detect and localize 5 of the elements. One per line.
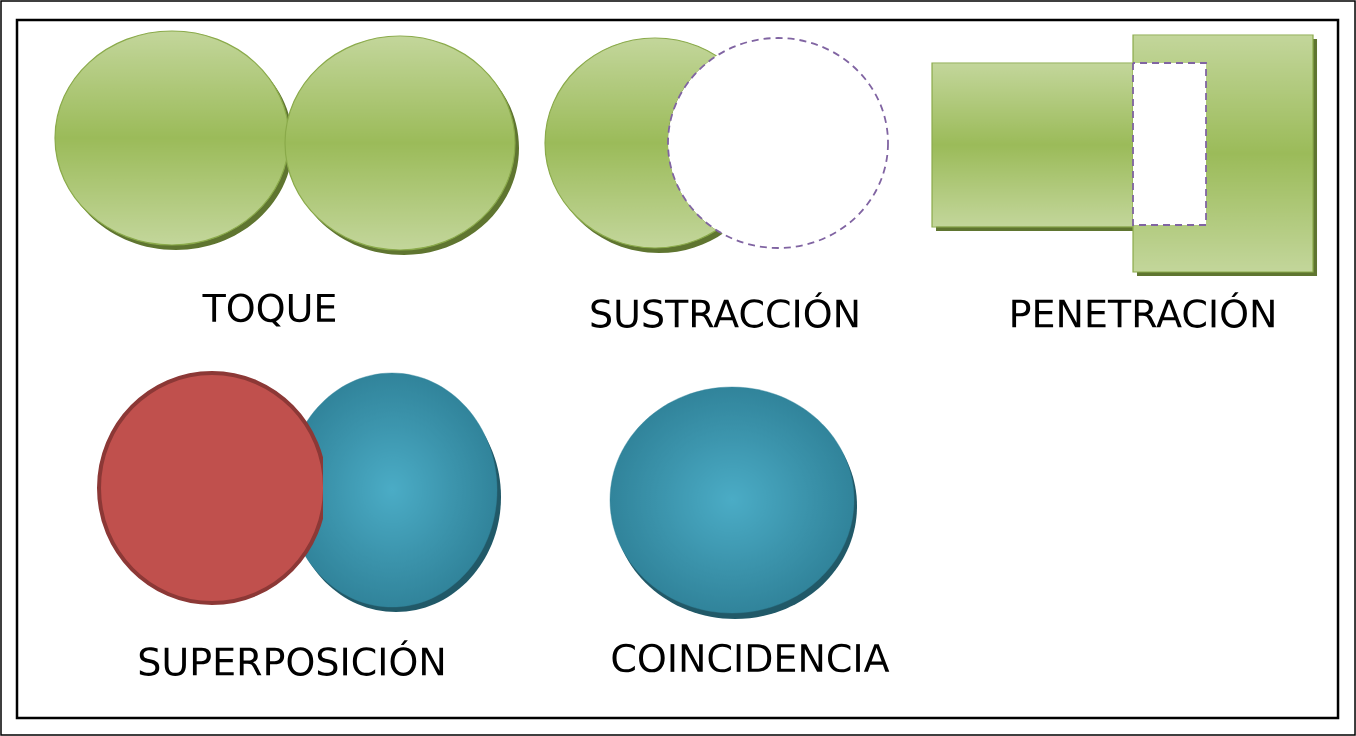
shape-label: PENETRACIÓN bbox=[1012, 292, 1274, 328]
shape-label: COINCIDENCIA bbox=[612, 643, 890, 673]
shape-label: SUSTRACCIÓN bbox=[591, 292, 858, 328]
shape-label: TOQUE bbox=[202, 293, 335, 327]
shape-label: SUPERPOSICIÓN bbox=[139, 640, 444, 676]
